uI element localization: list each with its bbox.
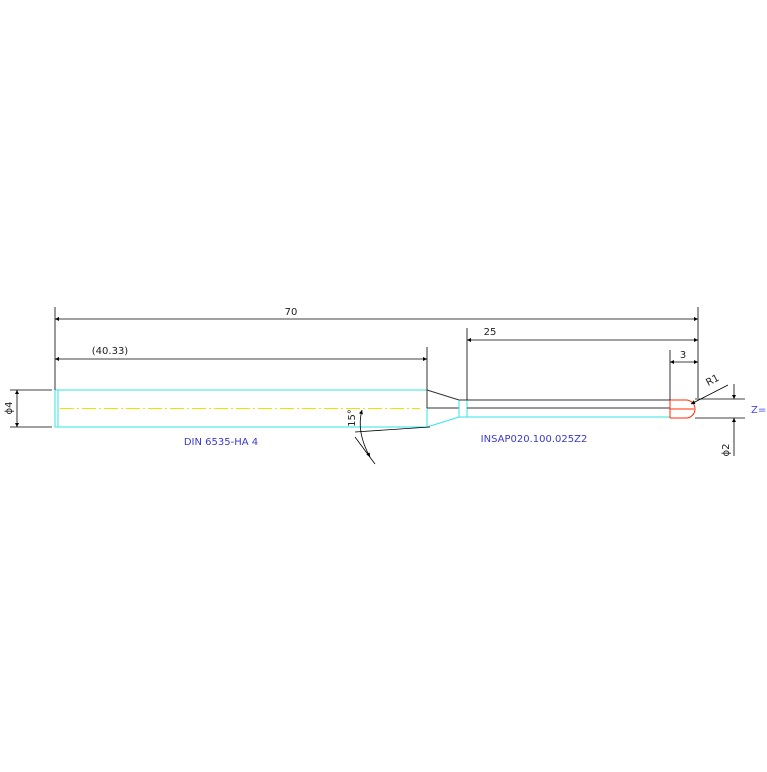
taper: [426, 389, 468, 428]
dim-text-40-33: (40.33): [92, 346, 129, 357]
radius-leader: [690, 384, 729, 405]
dim-text-d4: ϕ4: [4, 402, 15, 415]
insert-code-label: INSAP020.100.025Z2: [481, 434, 588, 445]
dim-shank-diameter: ϕ4: [4, 389, 52, 428]
dim-taper-angle: 15°: [347, 409, 431, 465]
dim-tip-length: 3: [669, 350, 698, 400]
angle-ext-line: [354, 426, 431, 433]
dim-text-3: 3: [680, 350, 686, 361]
dim-overall-length: 70: [54, 307, 699, 398]
dim-neck-length: 25: [466, 327, 698, 400]
dim-text-15deg: 15°: [347, 409, 358, 427]
angle-leader: [354, 436, 376, 465]
dim-tip-diameter: ϕ2: [695, 384, 745, 456]
dim-text-25: 25: [484, 327, 497, 338]
dim-text-70: 70: [285, 307, 298, 318]
flutes-label: Z=2: [751, 405, 767, 416]
dim-text-r1: R1: [704, 373, 721, 389]
shank-standard-label: DIN 6535-HA 4: [184, 437, 258, 448]
dim-shank-length: (40.33): [55, 346, 428, 390]
taper-bottom-edge: [426, 416, 460, 428]
tip-outline: [670, 399, 696, 419]
taper-top-edge: [426, 389, 460, 401]
neck: [459, 399, 670, 418]
angle-arc: [359, 409, 371, 458]
ball-tip: [669, 399, 696, 419]
dim-text-d2: ϕ2: [721, 444, 732, 457]
